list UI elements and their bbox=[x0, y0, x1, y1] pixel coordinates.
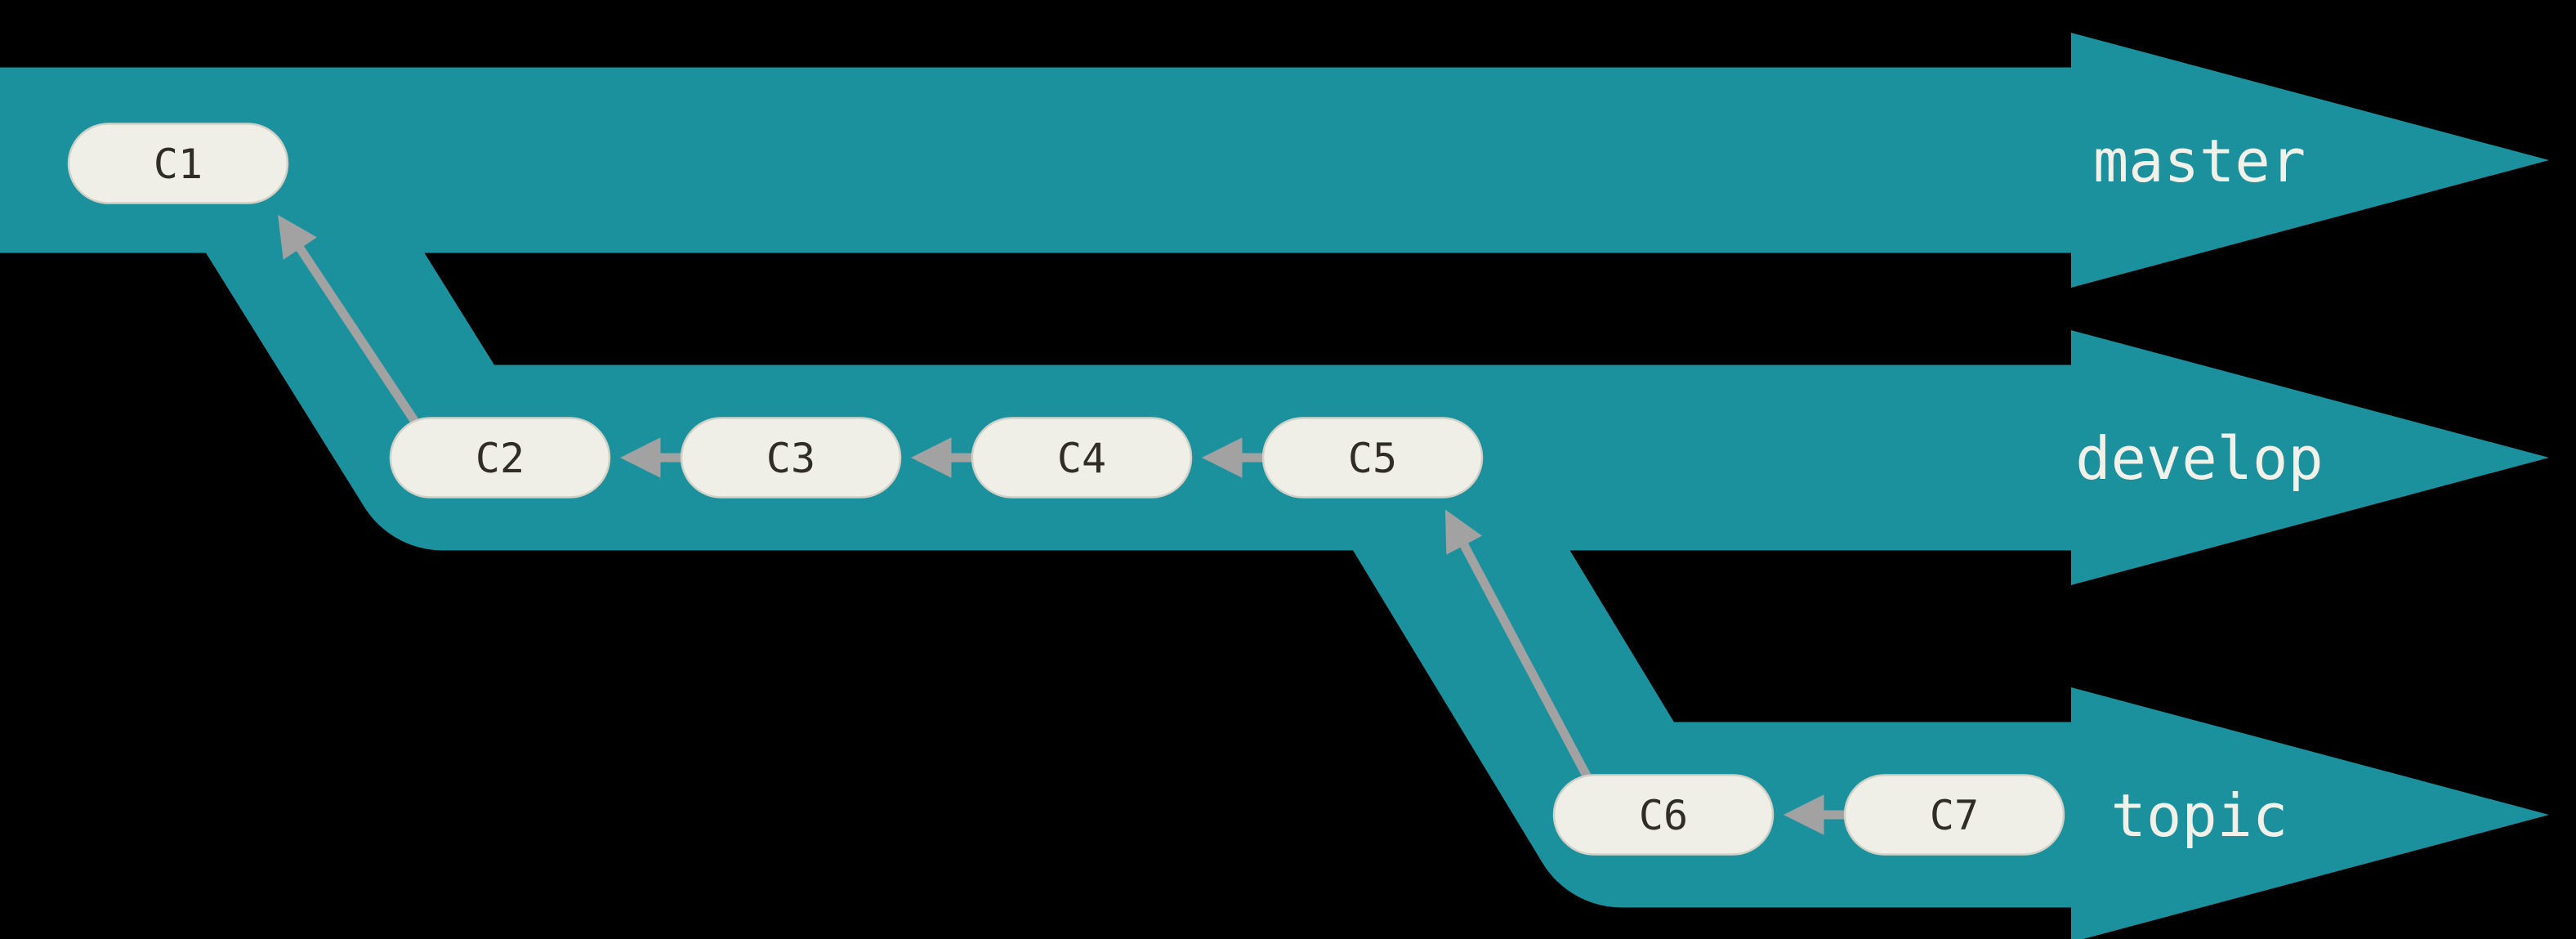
commit-node-c7: C7 bbox=[1843, 774, 2065, 856]
commit-pill bbox=[680, 417, 902, 499]
arrow-c6-to-c5 bbox=[1444, 509, 1592, 781]
branch-label-topic: topic bbox=[2111, 781, 2288, 850]
commit-label: C5 bbox=[1348, 435, 1397, 482]
commit-label: C2 bbox=[475, 435, 525, 482]
commit-node-c1: C1 bbox=[67, 123, 289, 204]
master-branch-arrowhead-icon bbox=[2071, 33, 2549, 288]
commit-pill bbox=[1261, 417, 1484, 499]
branch-label-develop: develop bbox=[2075, 424, 2323, 493]
commit-pill bbox=[67, 123, 289, 204]
branch-label-master: master bbox=[2093, 127, 2306, 195]
commit-label: C4 bbox=[1057, 435, 1106, 482]
commit-label: C1 bbox=[154, 141, 203, 188]
commit-node-c3: C3 bbox=[680, 417, 902, 499]
commit-pill bbox=[1843, 774, 2065, 856]
commit-node-c6: C6 bbox=[1552, 774, 1775, 856]
commit-node-c5: C5 bbox=[1261, 417, 1484, 499]
commit-label: C3 bbox=[766, 435, 815, 482]
topic-branch-arrowhead-icon bbox=[2071, 687, 2549, 939]
commit-pill bbox=[389, 417, 611, 499]
commit-node-c2: C2 bbox=[389, 417, 611, 499]
commit-pill bbox=[1552, 774, 1775, 856]
commit-pill bbox=[971, 417, 1193, 499]
develop-branch-arrowhead-icon bbox=[2071, 330, 2549, 585]
commit-node-c4: C4 bbox=[971, 417, 1193, 499]
arrow-c2-to-c1 bbox=[277, 214, 419, 425]
commit-label: C6 bbox=[1639, 792, 1688, 839]
commit-label: C7 bbox=[1930, 792, 1979, 839]
